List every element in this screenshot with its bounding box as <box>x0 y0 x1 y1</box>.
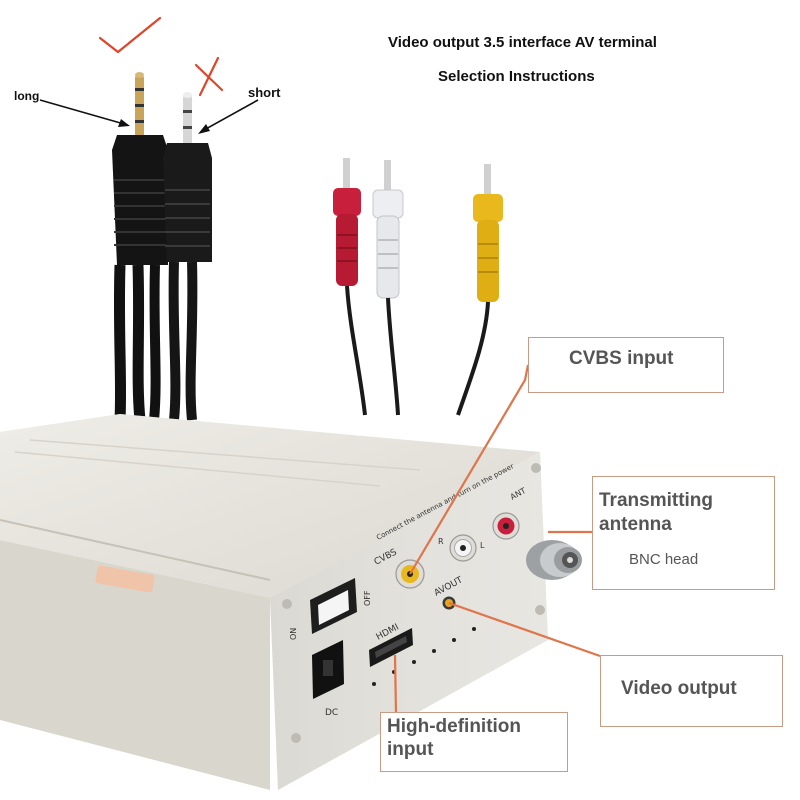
long-arrow <box>39 99 130 127</box>
cvbs-input-callout: CVBS input <box>528 337 724 393</box>
svg-text:L: L <box>480 541 485 550</box>
rca-red-plug <box>333 158 367 416</box>
rca-yellow-plug <box>456 164 503 416</box>
dc-jack: DC <box>312 640 344 718</box>
svg-text:DC: DC <box>325 708 338 718</box>
rca-white-plug <box>372 160 404 416</box>
av-transmitter-device: ON OFF DC HDMI <box>0 414 582 790</box>
svg-text:OFF: OFF <box>363 590 372 606</box>
short-label: short <box>248 85 281 100</box>
long-plug <box>112 72 168 421</box>
transmitting-antenna-title: Transmitting antenna <box>599 490 714 535</box>
title-line-1: Video output 3.5 interface AV terminal <box>388 34 657 51</box>
hdmi-leader <box>393 654 398 716</box>
short-arrow <box>198 99 259 134</box>
leader-lines <box>393 364 601 716</box>
title-line-2: Selection Instructions <box>438 68 595 85</box>
power-switch: ON OFF <box>289 578 372 640</box>
svg-text:R: R <box>438 537 444 546</box>
svg-text:ON: ON <box>289 628 298 640</box>
video-output-callout: Video output <box>600 655 783 727</box>
short-plug <box>163 92 212 421</box>
audio-rca-ports: R L <box>438 512 520 562</box>
hdmi-input-callout: High-definition input <box>380 712 568 772</box>
transmitting-antenna-callout: Transmitting antenna BNC head <box>592 476 775 590</box>
cross-mark-icon <box>194 56 224 97</box>
bnc-head-label: BNC head <box>629 551 699 568</box>
check-mark-icon <box>98 16 162 54</box>
avout-leader <box>448 601 601 658</box>
long-label: long <box>14 89 40 103</box>
cvbs-leader <box>409 364 530 575</box>
